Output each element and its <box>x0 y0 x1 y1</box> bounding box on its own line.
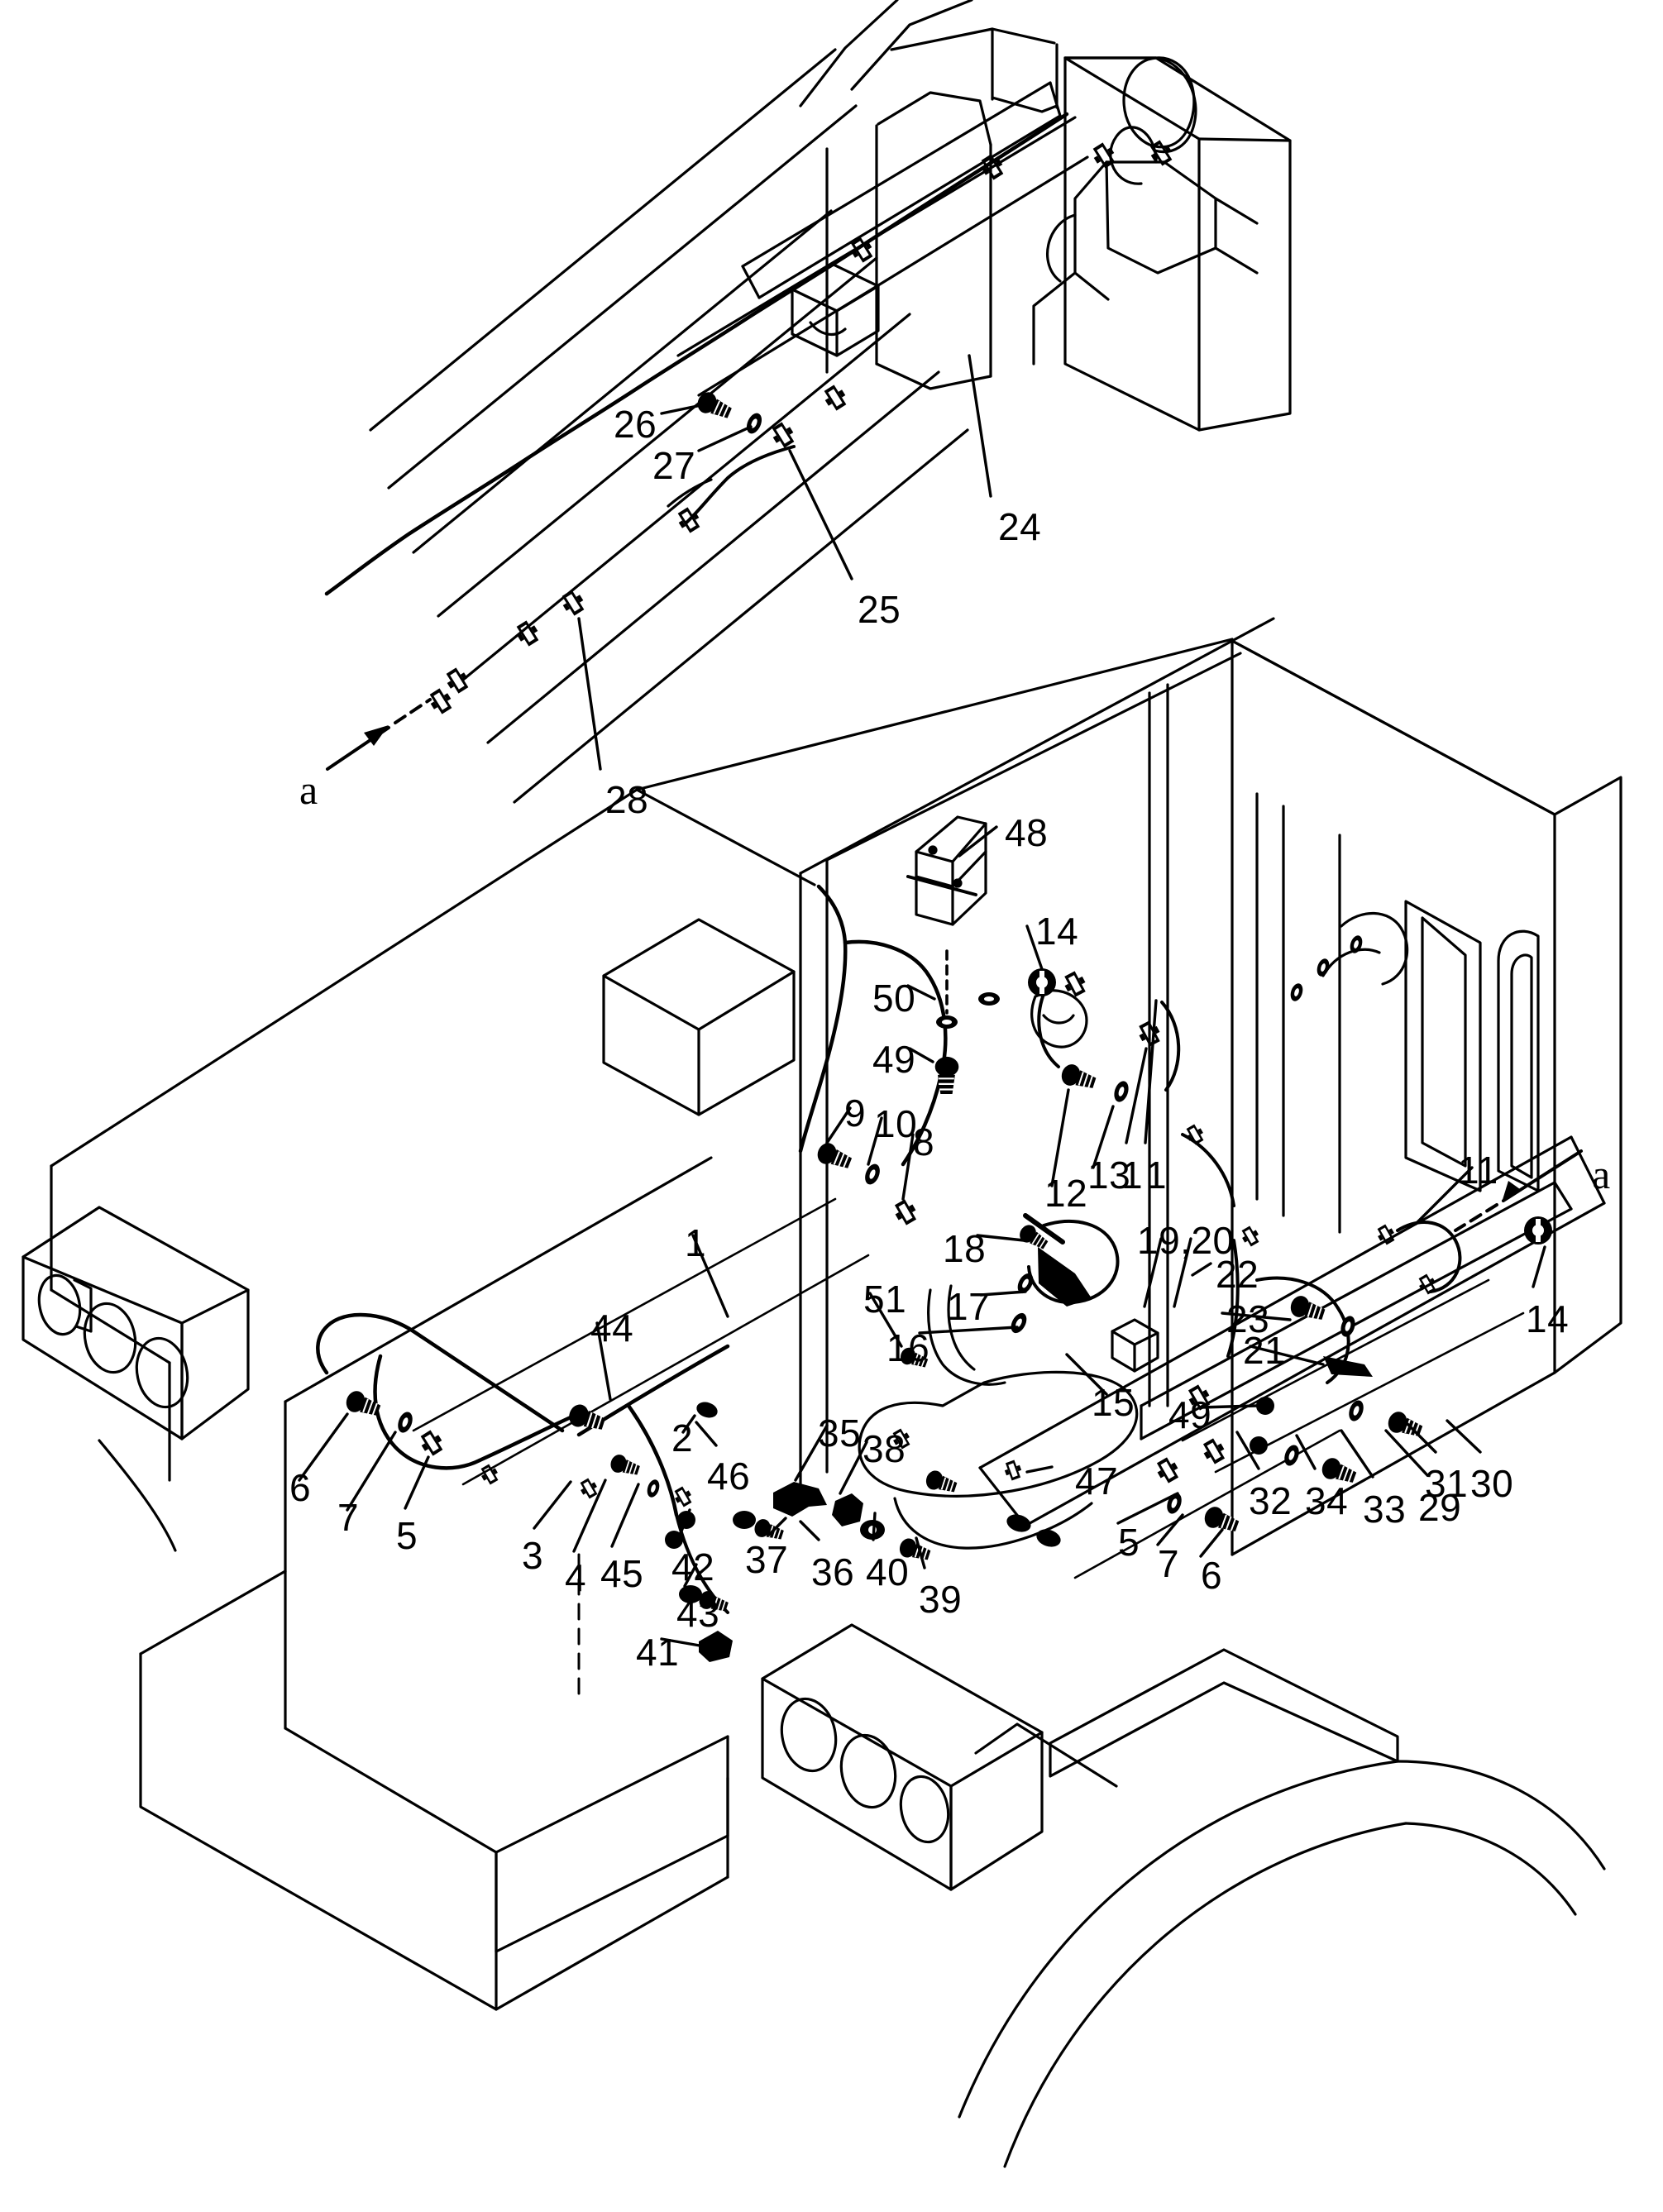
callout-18: 18 <box>943 1227 987 1270</box>
callout-11-a: 1 <box>1121 1154 1144 1197</box>
callout-41: 41 <box>636 1631 680 1674</box>
callout-11-b: 1 <box>1145 1154 1168 1197</box>
callout-10: 10 <box>874 1102 918 1145</box>
callout-24: 24 <box>998 505 1042 548</box>
callout-32: 32 <box>1249 1479 1293 1522</box>
callout-25: 25 <box>858 588 901 631</box>
callout-31: 31 <box>1425 1462 1469 1505</box>
callout-27: 27 <box>652 444 696 487</box>
callout-51: 51 <box>863 1278 907 1321</box>
callout-13: 13 <box>1087 1154 1131 1197</box>
callout-42: 42 <box>671 1546 715 1589</box>
callout-1: 1 <box>685 1221 707 1264</box>
section-marker-a-right: a <box>1592 1151 1611 1197</box>
callout-40: 40 <box>866 1550 910 1593</box>
callout-37: 37 <box>745 1538 789 1581</box>
callout-48: 48 <box>1005 811 1049 854</box>
callout-33: 33 <box>1363 1488 1407 1531</box>
callout-28: 28 <box>605 778 649 821</box>
callout-5-left: 5 <box>396 1514 418 1557</box>
callout-5-right: 5 <box>1118 1521 1140 1564</box>
callout-26: 26 <box>614 403 657 446</box>
callout-22: 22 <box>1216 1253 1259 1296</box>
callout-7-right: 7 <box>1158 1542 1180 1585</box>
callout-49-lower: 49 <box>1168 1393 1212 1436</box>
section-marker-a-top: a <box>299 767 318 813</box>
callout-17: 17 <box>947 1285 991 1328</box>
callout-3: 3 <box>522 1534 544 1577</box>
callout-46: 46 <box>707 1455 751 1498</box>
callout-16: 16 <box>886 1326 930 1369</box>
callout-14-top: 14 <box>1035 910 1079 953</box>
callout-23: 23 <box>1226 1297 1270 1340</box>
callout-4: 4 <box>565 1556 587 1599</box>
callout-8: 8 <box>913 1120 935 1163</box>
callout-11-c: 11 <box>1458 1149 1498 1192</box>
callout-21: 21 <box>1243 1329 1287 1372</box>
callout-50: 50 <box>872 977 916 1020</box>
callout-34: 34 <box>1305 1479 1349 1522</box>
callout-19-20: 19,20 <box>1137 1219 1235 1262</box>
callout-39: 39 <box>919 1578 963 1621</box>
callout-15: 15 <box>1092 1381 1135 1424</box>
callout-49-top: 49 <box>872 1038 916 1081</box>
callout-30: 30 <box>1470 1462 1514 1505</box>
callout-44: 44 <box>590 1307 634 1350</box>
callout-47: 47 <box>1075 1460 1119 1503</box>
callout-14-right: 14 <box>1526 1297 1570 1340</box>
callout-35: 35 <box>818 1412 862 1455</box>
callout-7-left: 7 <box>337 1496 360 1539</box>
callout-9: 9 <box>844 1092 867 1135</box>
callout-6-right: 6 <box>1201 1554 1223 1597</box>
callout-2: 2 <box>671 1417 694 1460</box>
callout-36: 36 <box>811 1550 855 1593</box>
callout-6-left: 6 <box>289 1466 312 1509</box>
callout-43: 43 <box>676 1592 720 1635</box>
callout-38: 38 <box>863 1427 906 1470</box>
callout-29: 29 <box>1418 1486 1462 1529</box>
callout-45: 45 <box>600 1552 644 1595</box>
callout-12: 12 <box>1044 1172 1088 1215</box>
